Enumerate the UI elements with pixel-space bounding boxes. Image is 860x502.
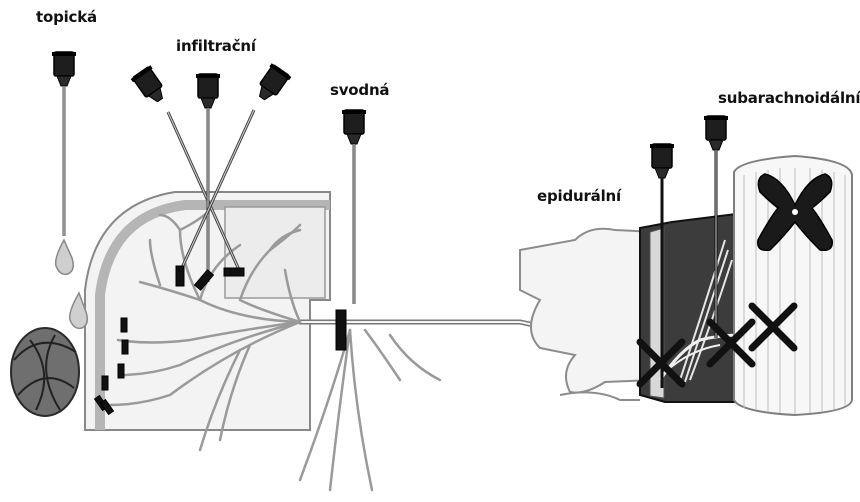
topical-needle bbox=[52, 52, 87, 328]
conduction-needle bbox=[342, 110, 366, 304]
droplet-icon bbox=[56, 240, 74, 274]
spinal-cord bbox=[734, 156, 852, 415]
eye-structure bbox=[11, 328, 79, 416]
block-bar-icon bbox=[176, 266, 184, 286]
block-bar-icon bbox=[122, 340, 128, 354]
label-infiltration: infiltrační bbox=[176, 37, 256, 55]
block-bar-icon bbox=[102, 376, 108, 390]
vertebra bbox=[520, 229, 655, 400]
block-bar-icon bbox=[224, 268, 244, 276]
block-bar-icon bbox=[121, 318, 127, 332]
label-epidural: epidurální bbox=[537, 187, 621, 205]
label-conduction: svodná bbox=[330, 81, 389, 99]
block-bar-icon bbox=[118, 364, 124, 378]
label-subarachnoid: subarachnoidální bbox=[718, 89, 860, 107]
block-bar-icon bbox=[336, 310, 346, 350]
label-topical: topická bbox=[36, 8, 97, 26]
